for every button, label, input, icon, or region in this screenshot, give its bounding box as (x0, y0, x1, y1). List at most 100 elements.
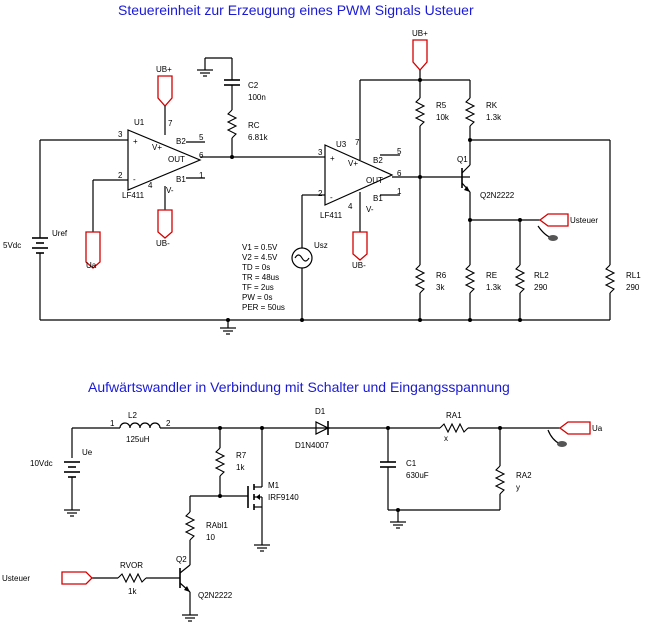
u1-vplus: V+ (152, 143, 162, 152)
ue-value: 10Vdc (30, 459, 53, 468)
rl1-value: 290 (626, 283, 640, 292)
re-ref: RE (486, 271, 497, 280)
u1-minus: - (133, 175, 136, 184)
u3-b2: B2 (373, 156, 383, 165)
ra2-resistor (494, 428, 506, 510)
ua-label-top: Ua (86, 261, 97, 270)
u3-pin2: 2 (318, 189, 323, 198)
ua-label-bottom: Ua (592, 424, 603, 433)
usteuer-label-bottom: Usteuer (2, 574, 30, 583)
usteuer-port-top (538, 213, 569, 227)
usz-param: TD = 0s (242, 263, 270, 272)
re-value: 1.3k (486, 283, 502, 292)
u1-pin7: 7 (168, 119, 173, 128)
ua-port-bottom (558, 421, 591, 435)
rl1-resistor (604, 140, 616, 320)
probe-lead (547, 429, 561, 445)
ra2-ref: RA2 (516, 471, 532, 480)
u3-pin5: 5 (397, 147, 402, 156)
rc-resistor (226, 109, 238, 157)
ub-minus-label: UB- (156, 239, 170, 248)
c2-capacitor (197, 57, 240, 110)
ub-plus-label: UB+ (156, 65, 172, 74)
r5-resistor (414, 80, 426, 265)
c2-value: 100n (248, 93, 266, 102)
u3-pin4: 4 (348, 202, 353, 211)
rvor-value: 1k (128, 587, 137, 596)
uref-value: 5Vdc (3, 241, 21, 250)
ub-plus-port-u1 (157, 75, 173, 135)
u1-b1: B1 (176, 175, 186, 184)
u1-part: LF411 (122, 191, 145, 200)
ub-minus-port-u3 (352, 192, 368, 261)
ra2-value: y (516, 483, 520, 492)
c1-value: 630uF (406, 471, 429, 480)
title-top: Steuereinheit zur Erzeugung eines PWM Si… (118, 2, 474, 18)
l2-pin2: 2 (166, 419, 171, 428)
u3-pin3: 3 (318, 148, 323, 157)
u1-pin4: 4 (148, 181, 153, 190)
bottom-circuit: Ue 10Vdc L2 125uH 1 2 R7 1k (2, 407, 603, 622)
u3-out: OUT (366, 176, 383, 185)
q1-transistor (461, 164, 471, 265)
u1-vminus: V- (166, 186, 174, 195)
u1-pin6: 6 (199, 151, 204, 160)
rc-ref: RC (248, 121, 260, 130)
u1-pin5: 5 (199, 133, 204, 142)
usz-param: PER = 50us (242, 303, 285, 312)
d1-ref: D1 (315, 407, 326, 416)
l2-pin1: 1 (110, 419, 115, 428)
d1-diode (315, 421, 440, 435)
q2-part: Q2N2222 (198, 591, 233, 600)
q1-part: Q2N2222 (480, 191, 515, 200)
u3-part: LF411 (320, 211, 343, 220)
usteuer-port-bottom (61, 571, 93, 585)
m1-mosfet (190, 428, 270, 552)
u3-minus: - (330, 193, 333, 202)
ue-ref: Ue (82, 448, 93, 457)
r6-ref: R6 (436, 271, 447, 280)
u1-pin3: 3 (118, 130, 123, 139)
m1-ref: M1 (268, 481, 280, 490)
u3-pin1: 1 (397, 187, 402, 196)
c1-capacitor (380, 428, 500, 529)
ub-plus-port-top (412, 39, 428, 80)
u3-plus: + (330, 154, 335, 163)
rvor-ref: RVOR (120, 561, 143, 570)
q1-ref: Q1 (457, 155, 468, 164)
usz-param: PW = 0s (242, 293, 272, 302)
usz-source (291, 194, 313, 320)
ra1-value: x (444, 434, 448, 443)
rabl1-ref: RAbl1 (206, 521, 228, 530)
u3-vplus: V+ (348, 159, 358, 168)
ub-top-label: UB+ (412, 29, 428, 38)
q2-ref: Q2 (176, 555, 187, 564)
u3-pin6: 6 (397, 169, 402, 178)
usz-params: V1 = 0.5V V2 = 4.5V TD = 0s TR = 48us TF… (242, 243, 285, 312)
ra1-ref: RA1 (446, 411, 462, 420)
rl2-resistor (514, 220, 526, 320)
r5-value: 10k (436, 113, 450, 122)
rk-resistor (464, 80, 610, 165)
rl2-value: 290 (534, 283, 548, 292)
title-bottom: Aufwärtswandler in Verbindung mit Schalt… (88, 379, 510, 395)
ub-minus-port-u1 (157, 186, 173, 239)
ua-port-top (85, 179, 120, 269)
junction-dots-bottom (218, 426, 502, 512)
l2-inductor (119, 422, 330, 429)
ue-battery (64, 427, 120, 517)
usz-param: V1 = 0.5V (242, 243, 278, 252)
uref-ref: Uref (52, 229, 68, 238)
probe-icon (557, 441, 567, 447)
ground-symbol (220, 320, 236, 335)
rl2-ref: RL2 (534, 271, 549, 280)
u1-pin1: 1 (199, 171, 204, 180)
usz-ref: Usz (314, 241, 328, 250)
q2-transistor (150, 564, 198, 622)
u3-vminus: V- (366, 205, 374, 214)
rabl1-value: 10 (206, 533, 215, 542)
usz-param: TR = 48us (242, 273, 279, 282)
uref-battery-symbol (32, 237, 48, 254)
r7-value: 1k (236, 463, 245, 472)
